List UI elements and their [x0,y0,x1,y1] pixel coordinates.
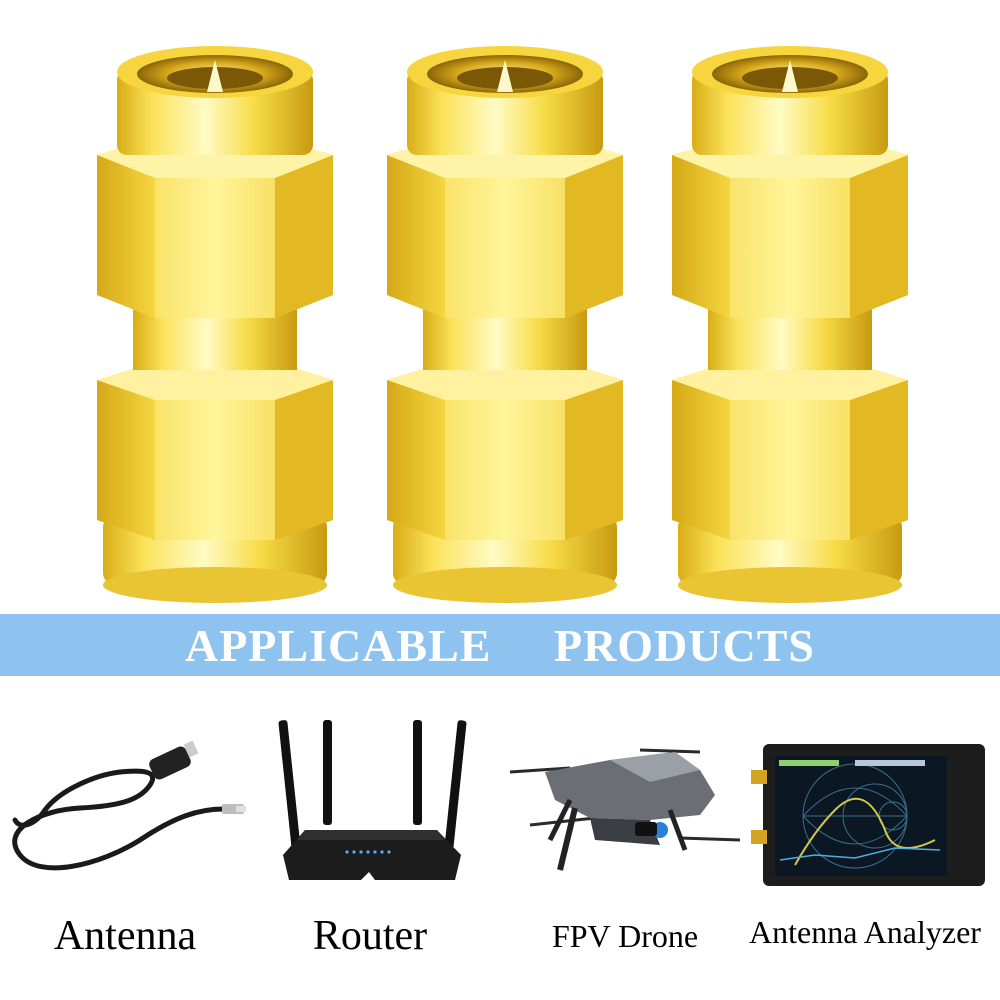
product-label-fpv-drone: FPV Drone [551,918,699,954]
product-label-antenna: Antenna [53,913,197,959]
antenna-analyzer-image [751,744,985,886]
product-antenna: Antenna [0,690,250,1000]
antenna-cable-image [12,740,246,871]
product-label-antenna-analyzer: Antenna Analyzer [749,914,981,950]
sma-connectors-image [97,46,908,603]
product-label-router: Router [312,913,428,959]
product-fpv-drone: FPV Drone [500,690,750,1000]
product-antenna-analyzer: Antenna Analyzer [735,690,995,1000]
router-image [278,720,467,880]
product-router: Router [265,690,475,1000]
product-row: Antenna Router [0,690,1000,1000]
applicable-products-banner: APPLICABLE PRODUCTS [0,614,1000,676]
banner-title: APPLICABLE PRODUCTS [184,619,815,671]
drone-image [509,748,741,871]
